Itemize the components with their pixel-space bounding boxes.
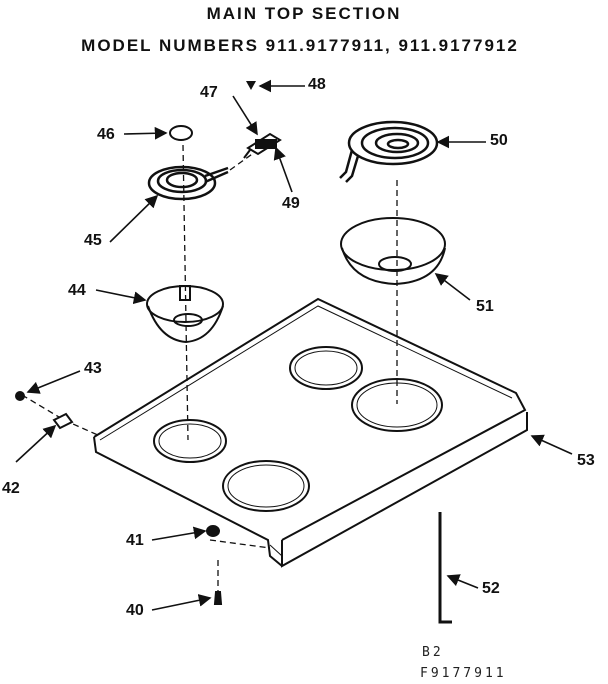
alignment-lines [21,144,398,594]
part-label-49: 49 [282,195,300,212]
diagram-code: F9177911 [420,666,507,681]
part-label-47: 47 [200,84,218,101]
part-label-46: 46 [97,126,115,143]
part-label-41: 41 [126,532,144,549]
part-label-51: 51 [476,298,494,315]
small-surface-element [147,165,229,201]
large-surface-element [339,120,439,183]
small-drip-bowl [146,285,224,344]
part-label-48: 48 [308,76,326,93]
screw [246,81,256,90]
element-cap [169,125,193,141]
part-label-45: 45 [84,232,102,249]
diagram-title: MAIN TOP SECTION [206,4,402,23]
part-label-52: 52 [482,580,500,597]
part-label-53: 53 [577,452,595,469]
small-hardware [15,391,223,605]
part-label-50: 50 [490,132,508,149]
cooktop-main-top [93,297,528,568]
part-label-44: 44 [68,282,86,299]
model-numbers: MODEL NUMBERS 911.9177911, 911.9177912 [81,36,519,55]
part-label-40: 40 [126,602,144,619]
leader-lines [15,79,573,611]
part-label-43: 43 [84,360,102,377]
large-drip-bowl [340,217,446,286]
terminal-block [243,132,282,159]
trim-strip [438,512,452,624]
part-label-42: 42 [2,480,20,497]
page-code: B2 [422,645,444,660]
